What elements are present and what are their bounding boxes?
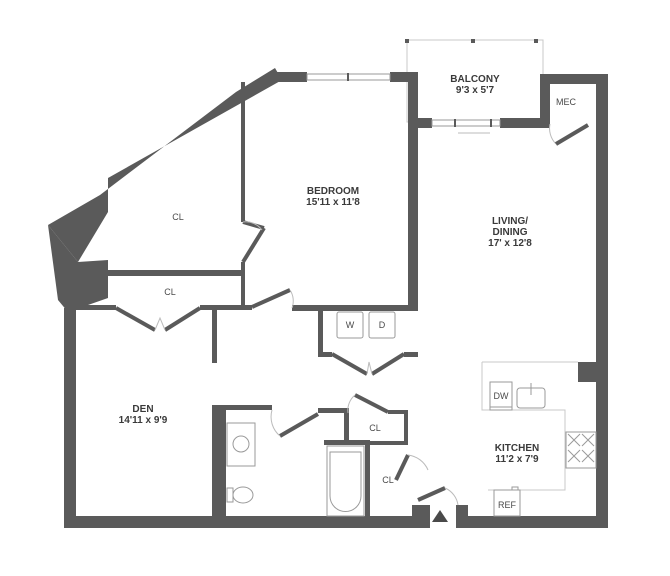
windows xyxy=(306,73,501,134)
label-dryer: D xyxy=(378,320,386,330)
sink-icon xyxy=(232,435,250,453)
room-dimensions: 15'11 x 11'8 xyxy=(306,197,360,208)
room-dimensions: 9'3 x 5'7 xyxy=(455,85,495,96)
entry-arrow-icon xyxy=(432,510,448,522)
toilet-icon xyxy=(232,486,254,504)
laundry-fixtures xyxy=(336,311,396,339)
bathroom-fixtures xyxy=(226,422,365,517)
interior-walls xyxy=(76,82,446,520)
exterior-walls xyxy=(48,68,608,528)
washer-icon xyxy=(336,311,364,339)
label-washer: W xyxy=(345,320,355,330)
room-balcony: BALCONY 9'3 x 5'7 xyxy=(450,74,499,96)
label-closet-upper: CL xyxy=(172,212,184,222)
label-closet-lower: CL xyxy=(164,287,176,297)
room-name: DEN xyxy=(132,404,154,415)
room-dimensions: 17' x 12'8 xyxy=(488,238,532,249)
dryer-icon xyxy=(368,311,396,339)
room-name: KITCHEN xyxy=(494,443,540,454)
kitchen-fixtures xyxy=(481,361,597,517)
room-bedroom: BEDROOM 15'11 x 11'8 xyxy=(306,186,360,208)
room-den: DEN 14'11 x 9'9 xyxy=(119,404,168,426)
room-name: BALCONY xyxy=(450,74,500,85)
label-closet-hall: CL xyxy=(382,475,394,485)
room-living-dining: LIVING/ DINING 17' x 12'8 xyxy=(488,216,532,249)
room-dimensions: 14'11 x 9'9 xyxy=(118,415,168,426)
label-dishwasher: DW xyxy=(493,391,509,401)
label-refrigerator: REF xyxy=(498,500,516,510)
room-kitchen: KITCHEN 11'2 x 7'9 xyxy=(495,443,539,465)
room-name: BEDROOM xyxy=(306,186,360,197)
room-name: LIVING/ xyxy=(491,216,529,227)
room-dimensions: 11'2 x 7'9 xyxy=(495,454,539,465)
label-closet-bath: CL xyxy=(369,423,381,433)
room-name-line2: DINING xyxy=(492,227,528,238)
door-swings xyxy=(154,123,590,506)
label-mec: MEC xyxy=(556,97,576,107)
